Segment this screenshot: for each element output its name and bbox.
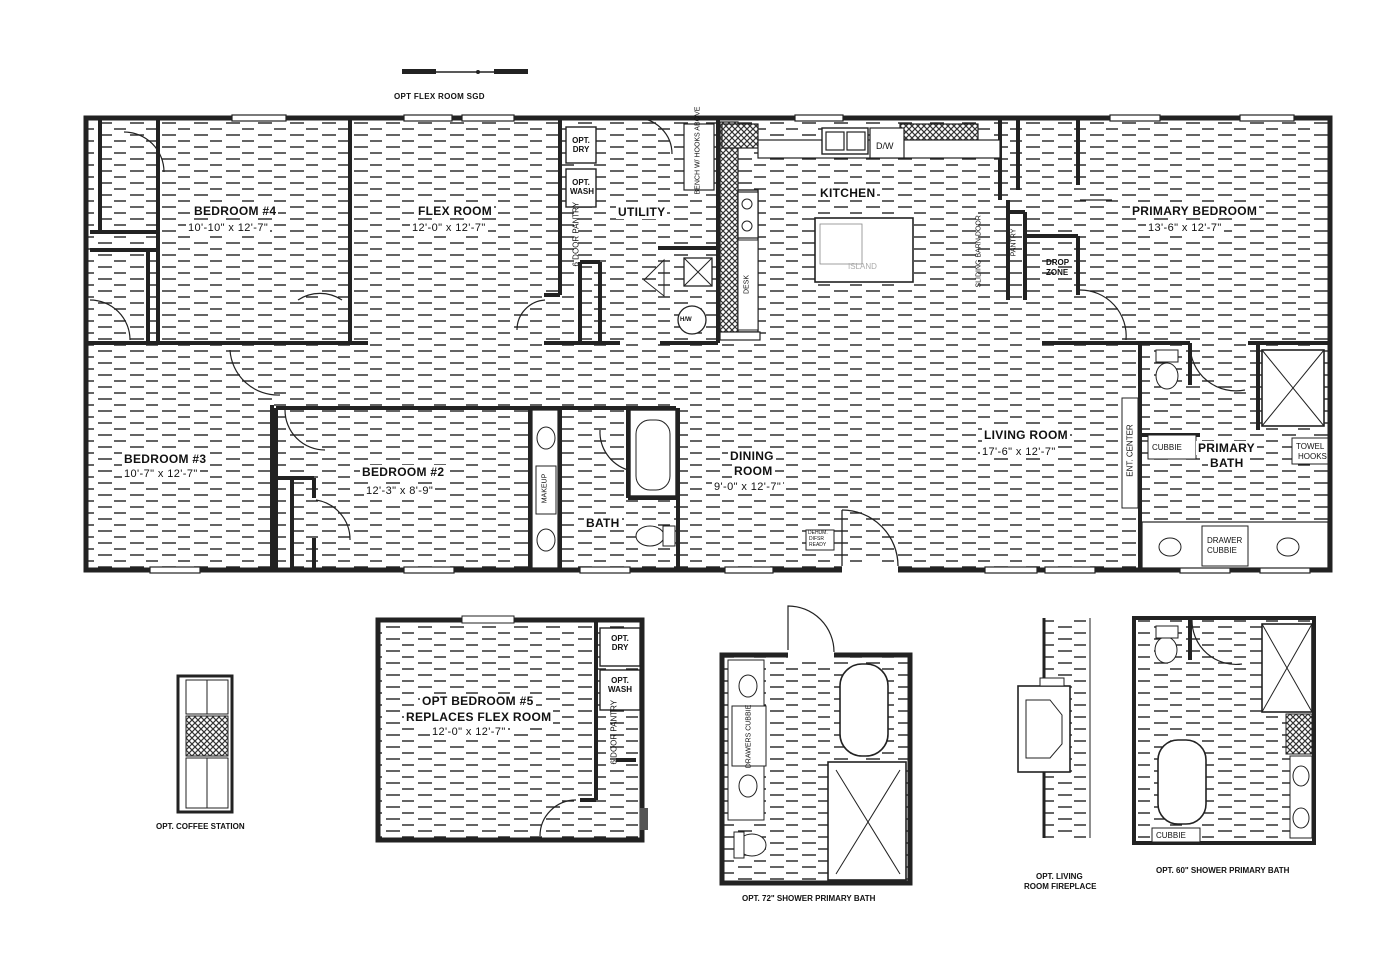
kitchen-name: KITCHEN <box>818 186 878 200</box>
flex-room-size: 12'-0" x 12'-7" <box>410 222 488 234</box>
bedroom3-name: BEDROOM #3 <box>122 452 209 466</box>
dining-size: 9'-0" x 12'-7" <box>712 481 784 493</box>
vent-label-1: DEHUM. <box>808 530 828 536</box>
living-room-size: 17'-6" x 12'-7" <box>980 446 1058 458</box>
primary-bedroom-name: PRIMARY BEDROOM <box>1130 204 1260 218</box>
bath-name: BATH <box>584 516 622 530</box>
opt-flex-sgd-symbol <box>402 69 528 74</box>
drop-zone-label-1: DROP <box>1046 258 1070 267</box>
primary-bath-name-1: PRIMARY <box>1196 441 1257 455</box>
opt-bedroom5-name-1: OPT BEDROOM #5 <box>420 694 536 708</box>
bedroom2-size: 12'-3" x 8'-9" <box>364 485 436 497</box>
vent-label-2: DIFSR <box>809 536 824 542</box>
water-heater-label: H/W <box>680 317 692 323</box>
opt-bedroom5-name-2: REPLACES FLEX ROOM <box>404 710 554 724</box>
primary-bath-name-2: BATH <box>1208 456 1246 470</box>
opt-fireplace <box>1017 618 1091 838</box>
fireplace-caption-2: ROOM FIREPLACE <box>1024 882 1097 891</box>
towel-hooks-label-1: TOWEL <box>1296 442 1325 451</box>
barn-door-label: SLIDING BARN DOOR <box>975 215 983 288</box>
opt5-wash-label: OPT. WASH <box>608 676 632 694</box>
bedroom3-size: 10'-7" x 12'-7" <box>122 468 200 480</box>
primary-bedroom-size: 13'-6" x 12'-7" <box>1146 222 1224 234</box>
living-room-name: LIVING ROOM <box>982 428 1070 442</box>
ent-center-label: ENT. CENTER <box>1125 424 1135 477</box>
desk-label: DESK <box>743 274 751 295</box>
cubbie-label: CUBBIE <box>1152 443 1182 452</box>
pantry6-label: 6 DOOR PANTRY <box>571 201 581 267</box>
utility-name: UTILITY <box>616 205 668 219</box>
bedroom2-name: BEDROOM #2 <box>360 465 447 479</box>
island-label: ISLAND <box>848 262 877 271</box>
opt-60-shower-bath <box>1132 616 1316 845</box>
fireplace-caption-1: OPT. LIVING <box>1036 872 1083 881</box>
shower72-caption: OPT. 72" SHOWER PRIMARY BATH <box>742 894 876 903</box>
opt-bedroom5-size: 12'-0" x 12'-7" <box>430 726 508 738</box>
flex-room-name: FLEX ROOM <box>416 204 495 218</box>
dw-label: D/W <box>876 141 894 151</box>
opt-flex-room-sgd-label: OPT FLEX ROOM SGD <box>392 90 487 104</box>
opt-wash-label: OPT. WASH <box>570 178 594 196</box>
coffee-station <box>176 674 234 814</box>
opt-bedroom5-plan <box>375 615 648 843</box>
vent-label-3: READY <box>809 542 827 548</box>
opt-dry-label: OPT. DRY <box>572 136 590 154</box>
shower60-caption: OPT. 60" SHOWER PRIMARY BATH <box>1156 866 1290 875</box>
bedroom4-size: 10'-10" x 12'-7" <box>186 222 271 234</box>
coffee-station-caption: OPT. COFFEE STATION <box>156 822 245 831</box>
opt5-pantry-label: 6 DOOR PANTRY <box>609 699 619 765</box>
opt5-dry-label: OPT. DRY <box>611 634 629 652</box>
drawers-cubbie-label: DRAWERS CUBBIE <box>745 704 753 769</box>
drawer-cubbie-label-2: CUBBIE <box>1207 546 1237 555</box>
makeup-label: MAKEUP <box>541 473 549 504</box>
towel-hooks-label-2: HOOKS <box>1298 452 1327 461</box>
opt60-cubbie-label: CUBBIE <box>1156 831 1186 840</box>
dining-name-1: DINING <box>728 449 776 463</box>
bedroom4-name: BEDROOM #4 <box>192 204 279 218</box>
main-plan <box>83 114 1333 574</box>
drawer-cubbie-label-1: DRAWER <box>1207 536 1243 545</box>
pantry-label: PANTRY <box>1010 228 1018 257</box>
dining-name-2: ROOM <box>732 464 775 478</box>
bench-label: BENCH W/ HOOKS ABOVE <box>694 106 702 195</box>
opt-72-shower-bath <box>719 605 913 886</box>
drop-zone-label-2: ZONE <box>1046 268 1069 277</box>
